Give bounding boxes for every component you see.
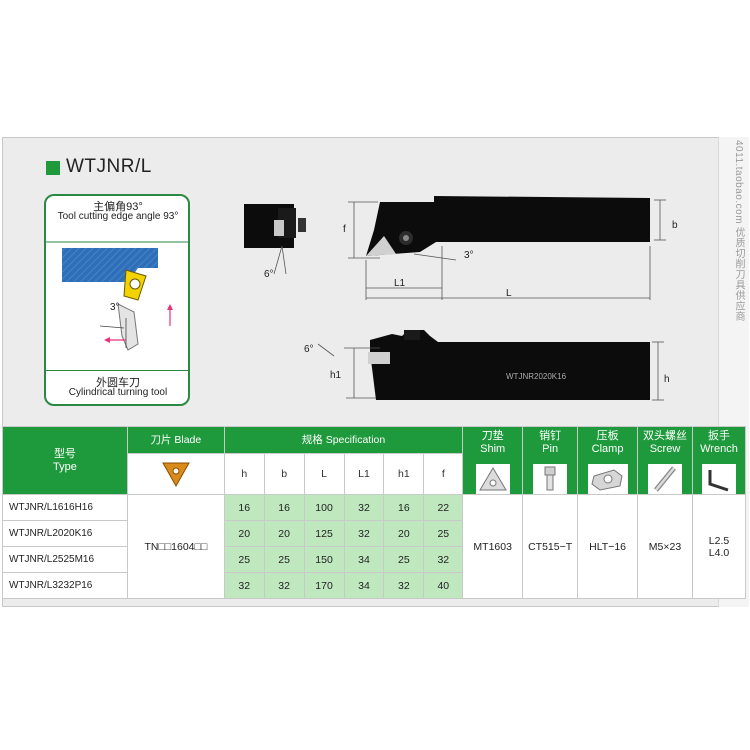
dim-h-label: h bbox=[664, 374, 670, 385]
value-cell: 32 bbox=[223, 572, 265, 599]
value-cell: 20 bbox=[383, 520, 425, 547]
value-cell: 34 bbox=[343, 546, 385, 573]
pin-header: 销钉 Pin bbox=[522, 426, 579, 495]
blade-spec-cell: TN□□1604□□ bbox=[126, 494, 225, 599]
angle-en-label: Tool cutting edge angle 93° bbox=[57, 211, 179, 222]
front-view bbox=[244, 204, 306, 275]
table-row: WTJNR/L3232P16 32 32 170 34 32 40 bbox=[2, 572, 746, 599]
insert-icon bbox=[161, 462, 190, 487]
model-cell: WTJNR/L3232P16 bbox=[2, 572, 128, 599]
table-row: WTJNR/L2525M16 25 25 150 34 25 32 bbox=[2, 546, 746, 573]
spec-header: 规格 Specification bbox=[223, 426, 464, 454]
blade-icon-cell bbox=[126, 452, 225, 496]
value-cell: 150 bbox=[303, 546, 345, 573]
front-angle-label: 6° bbox=[264, 269, 274, 280]
side-view bbox=[317, 330, 664, 401]
value-cell: 20 bbox=[263, 520, 305, 547]
value-cell: 20 bbox=[223, 520, 265, 547]
holder-marking: WTJNR2020K16 bbox=[506, 372, 567, 381]
value-cell: 16 bbox=[383, 494, 425, 521]
clamp-cell: HLT−16 bbox=[577, 494, 639, 599]
side-caption: 4011.taobao.com 优质切削刀具供应商 bbox=[733, 140, 744, 322]
pin-icon bbox=[533, 464, 568, 494]
value-cell: 16 bbox=[263, 494, 305, 521]
col-f-header: f bbox=[423, 452, 464, 496]
pin-cell: CT515−T bbox=[522, 494, 579, 599]
value-cell: 32 bbox=[263, 572, 305, 599]
value-cell: 34 bbox=[343, 572, 385, 599]
tool-cn-label: 外圆车刀 bbox=[96, 377, 140, 389]
dim-L-label: L bbox=[506, 288, 512, 299]
value-cell: 16 bbox=[223, 494, 265, 521]
clamp-icon bbox=[587, 464, 628, 494]
spec-table: 型号 Type 刀片 Blade 规格 Specification 刀垫 Shi… bbox=[2, 426, 747, 599]
col-L1-header: L1 bbox=[343, 452, 385, 496]
value-cell: 32 bbox=[383, 572, 425, 599]
value-cell: 25 bbox=[383, 546, 425, 573]
value-cell: 32 bbox=[343, 494, 385, 521]
panel-divider bbox=[46, 370, 188, 371]
wrench-cell: L2.5 L4.0 bbox=[691, 494, 747, 599]
shim-cell: MT1603 bbox=[462, 494, 524, 599]
value-cell: 170 bbox=[303, 572, 345, 599]
shim-header: 刀垫 Shim bbox=[462, 426, 524, 495]
col-h-header: h bbox=[223, 452, 265, 496]
value-cell: 40 bbox=[423, 572, 464, 599]
dim-h1-label: h1 bbox=[330, 370, 342, 381]
shim-icon bbox=[475, 464, 510, 494]
col-L-header: L bbox=[303, 452, 345, 496]
model-cell: WTJNR/L2020K16 bbox=[2, 520, 128, 547]
angle-3-label: 3° bbox=[110, 302, 120, 313]
tool-en-label: Cylindrical turning tool bbox=[68, 387, 168, 398]
col-h1-header: h1 bbox=[383, 452, 425, 496]
top-view bbox=[348, 196, 666, 300]
value-cell: 100 bbox=[303, 494, 345, 521]
blade-header: 刀片 Blade bbox=[126, 426, 225, 454]
value-cell: 25 bbox=[263, 546, 305, 573]
value-cell: 32 bbox=[423, 546, 464, 573]
page-title: WTJNR/L bbox=[66, 156, 152, 177]
screw-header: 双头螺丝 Screw bbox=[637, 426, 693, 495]
insert-angle-label: 3° bbox=[464, 250, 474, 261]
type-header: 型号 Type bbox=[2, 426, 128, 495]
col-b-header: b bbox=[263, 452, 305, 496]
model-cell: WTJNR/L1616H16 bbox=[2, 494, 128, 521]
tool-drawing bbox=[244, 196, 666, 401]
title-marker bbox=[46, 161, 60, 175]
dim-L1-label: L1 bbox=[394, 278, 406, 289]
screw-icon bbox=[648, 464, 682, 494]
clamp-header: 压板 Clamp bbox=[577, 426, 639, 495]
value-cell: 125 bbox=[303, 520, 345, 547]
dim-f-label: f bbox=[343, 224, 346, 235]
value-cell: 32 bbox=[343, 520, 385, 547]
wrench-header: 扳手 Wrench bbox=[691, 426, 747, 495]
model-cell: WTJNR/L2525M16 bbox=[2, 546, 128, 573]
screw-cell: M5×23 bbox=[637, 494, 693, 599]
dim-b-label: b bbox=[672, 220, 678, 231]
angle-cn-label: 主偏角93° bbox=[93, 201, 143, 213]
value-cell: 25 bbox=[423, 520, 464, 547]
value-cell: 22 bbox=[423, 494, 464, 521]
wrench-icon bbox=[701, 464, 736, 494]
table-row: WTJNR/L2020K16 20 20 125 32 20 25 bbox=[2, 520, 746, 547]
value-cell: 25 bbox=[223, 546, 265, 573]
table-row: WTJNR/L1616H16 TN□□1604□□ 16 16 100 32 1… bbox=[2, 494, 747, 599]
side-angle-label: 6° bbox=[304, 344, 314, 355]
workpiece-diagram bbox=[46, 241, 188, 351]
